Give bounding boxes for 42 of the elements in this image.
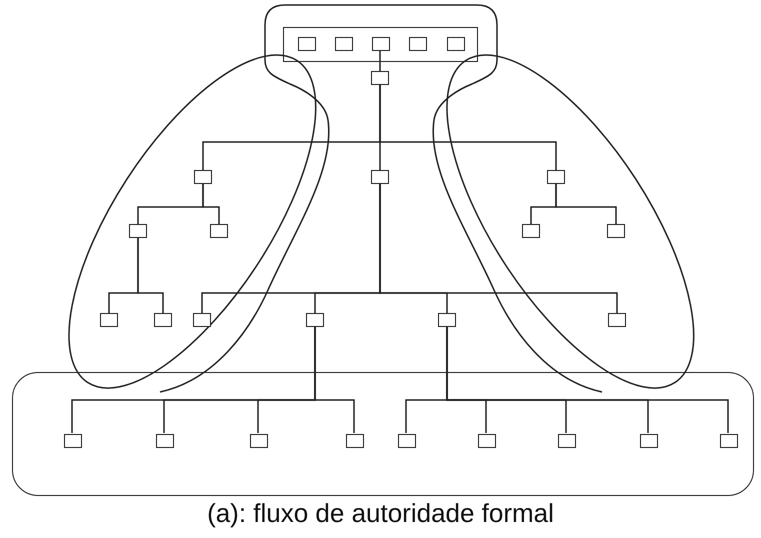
position-box xyxy=(156,434,174,448)
connector-line xyxy=(202,184,220,224)
connector-line xyxy=(555,184,617,224)
position-box xyxy=(100,312,118,327)
position-box xyxy=(64,434,82,448)
position-box xyxy=(154,312,172,327)
connector-line xyxy=(379,50,381,71)
position-box xyxy=(371,170,389,184)
position-box xyxy=(346,434,364,448)
position-box xyxy=(194,170,212,184)
ellipse-outline xyxy=(446,55,694,389)
position-box xyxy=(409,37,427,51)
connector-line xyxy=(314,327,355,433)
position-box xyxy=(606,224,625,238)
position-box xyxy=(372,37,390,51)
position-box xyxy=(608,312,626,327)
position-box xyxy=(720,434,738,448)
caption: (a): fluxo de autoridade formal xyxy=(207,498,554,528)
position-box xyxy=(447,37,465,51)
group-frame xyxy=(283,27,478,62)
position-box xyxy=(335,37,353,51)
position-box xyxy=(210,224,228,238)
ellipse-outline xyxy=(68,55,316,389)
position-box xyxy=(438,313,456,327)
rounded-frame xyxy=(12,372,754,496)
position-box xyxy=(371,71,389,85)
position-box xyxy=(298,37,316,51)
position-box xyxy=(478,434,496,448)
connector-line xyxy=(379,184,618,313)
position-box xyxy=(306,313,324,327)
position-box xyxy=(558,434,576,448)
position-box xyxy=(522,224,540,238)
connector-line xyxy=(446,327,729,433)
position-box xyxy=(398,434,416,448)
position-box xyxy=(640,434,658,448)
connector-line xyxy=(137,238,164,313)
position-box xyxy=(547,170,565,184)
position-box xyxy=(128,224,147,238)
connector-line xyxy=(379,85,557,170)
position-box xyxy=(250,434,268,448)
position-box xyxy=(193,313,211,327)
enclosure-outline xyxy=(158,3,604,394)
